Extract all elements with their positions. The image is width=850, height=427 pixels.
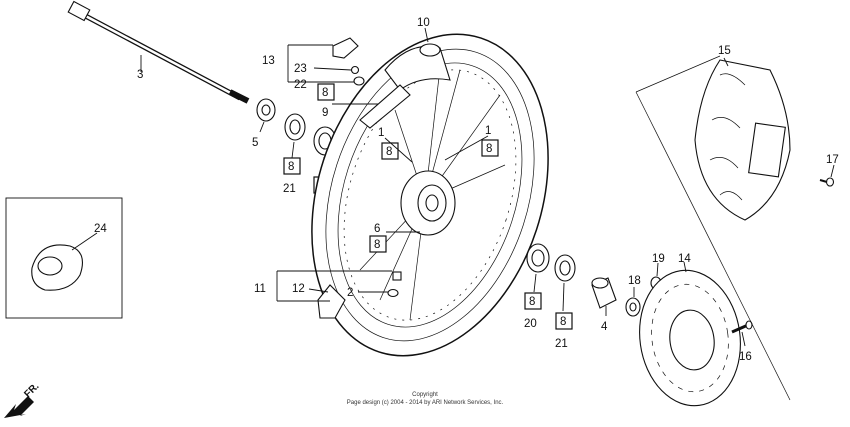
front-brake-disc[interactable] [631, 264, 749, 413]
callout-17: 17 [826, 154, 839, 166]
front-axle[interactable] [67, 0, 250, 104]
clamp-nut[interactable] [353, 76, 365, 86]
svg-text:8: 8 [288, 161, 294, 173]
disc-cover[interactable] [694, 59, 791, 221]
callout-14: 14 [678, 253, 691, 265]
hub-cap[interactable] [31, 244, 83, 291]
callout-12: 12 [292, 283, 305, 295]
dust-seal-right[interactable] [554, 254, 576, 282]
rim-lock-nut[interactable] [392, 271, 402, 281]
callout-13: 13 [262, 55, 275, 67]
callout-20-right: 20 [524, 318, 537, 330]
front-direction-arrow-icon [4, 396, 34, 418]
callout-21-right: 21 [555, 338, 568, 350]
svg-text:8: 8 [560, 316, 566, 328]
ref-box-8-spoke-left: 8 [381, 142, 399, 160]
callout-1-left: 1 [378, 127, 384, 139]
speedometer-gearbox[interactable] [384, 43, 451, 91]
callout-10: 10 [417, 17, 430, 29]
callout-15: 15 [718, 45, 731, 57]
ref-box-8-gearbox: 8 [317, 83, 335, 101]
dust-seal-left[interactable] [284, 113, 306, 141]
speedometer-cable-clamp[interactable] [332, 37, 359, 59]
svg-text:8: 8 [529, 296, 535, 308]
callout-1-right: 1 [485, 125, 491, 137]
callout-4: 4 [601, 321, 608, 333]
rim-lock[interactable] [387, 288, 399, 298]
callout-24: 24 [94, 223, 107, 235]
radial-bearing-right[interactable] [526, 243, 550, 273]
ref-box-8-spoke-right: 8 [481, 139, 499, 157]
cover-bolt[interactable] [819, 177, 835, 187]
side-collar-left[interactable] [256, 98, 276, 122]
callout-11: 11 [254, 283, 266, 295]
ref-box-8-seal-right: 8 [555, 312, 573, 330]
ref-box-8-hub: 8 [369, 235, 387, 253]
svg-text:8: 8 [374, 239, 380, 251]
callout-16: 16 [739, 351, 752, 363]
callout-5: 5 [252, 137, 258, 149]
speedometer-cable-bracket[interactable] [359, 84, 411, 129]
svg-text:8: 8 [386, 146, 392, 158]
callout-21-left: 21 [283, 183, 296, 195]
axle-nut[interactable] [625, 297, 641, 317]
tube-valve[interactable] [317, 284, 346, 319]
copyright-line-1: Copyright [412, 392, 438, 398]
ref-box-8-seal: 8 [283, 157, 301, 175]
clamp-bolt[interactable] [350, 65, 360, 75]
callout-3: 3 [137, 69, 143, 81]
disc-bolt[interactable] [731, 320, 753, 334]
callout-23: 23 [294, 63, 307, 75]
ref-box-8-bearing-right: 8 [524, 292, 542, 310]
copyright-line-2: Page design (c) 2004 - 2014 by ARI Netwo… [347, 400, 504, 406]
front-direction-label: FR. [22, 381, 41, 400]
callout-18: 18 [628, 275, 641, 287]
callout-22: 22 [294, 79, 307, 91]
callout-6: 6 [374, 223, 380, 235]
side-collar-right[interactable] [591, 277, 617, 309]
callout-9: 9 [322, 107, 328, 119]
svg-text:8: 8 [322, 87, 328, 99]
callout-2: 2 [347, 287, 353, 299]
callout-19: 19 [652, 253, 665, 265]
svg-text:8: 8 [486, 143, 492, 155]
